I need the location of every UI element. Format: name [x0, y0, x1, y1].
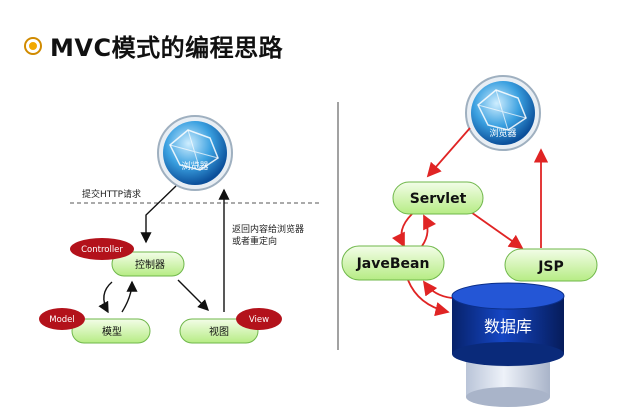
- model-node: 模型: [71, 318, 151, 344]
- slide-title: MVC模式的编程思路: [26, 28, 283, 63]
- return-label-line2: 或者重定向: [232, 235, 277, 247]
- controller-tag: Controller: [70, 238, 134, 260]
- browser-to-servlet-arrow: [426, 127, 471, 178]
- model-tag: Model: [39, 308, 85, 330]
- servlet-to-jsp-arrow: [467, 209, 524, 250]
- servlet-node-label: Servlet: [410, 191, 467, 207]
- view-tag-label: View: [249, 315, 269, 325]
- controller-to-model-arrow: [98, 281, 113, 314]
- model-tag-label: Model: [49, 315, 75, 325]
- controller-tag-label: Controller: [81, 245, 123, 255]
- javabean-node: JaveBean: [341, 245, 445, 281]
- request-arrow: [140, 185, 177, 244]
- controller-node-label: 控制器: [135, 258, 165, 271]
- page-title: MVC模式的编程思路: [50, 34, 284, 62]
- database-icon: [451, 282, 565, 407]
- javabean-to-database-arrow: [407, 279, 450, 317]
- servlet-node: Servlet: [392, 181, 484, 215]
- model-to-controller-arrow: [121, 280, 138, 313]
- controller-to-view-arrow: [177, 279, 209, 311]
- return-label-line1: 返回内容给浏览器: [232, 223, 304, 235]
- controller-node: 控制器: [111, 251, 185, 277]
- jsp-node: JSP: [504, 248, 598, 282]
- javabean-node-label: JaveBean: [356, 256, 430, 272]
- bullet-icon: [26, 38, 40, 53]
- jsp-node-label: JSP: [537, 259, 564, 275]
- left-browser-label: 浏览器: [181, 160, 208, 172]
- view-node-label: 视图: [209, 325, 229, 338]
- database-to-javabean-arrow: [422, 280, 453, 299]
- left-browser-globe-icon: [157, 115, 233, 191]
- servlet-to-javabean-arrow: [391, 213, 413, 248]
- view-tag: View: [236, 308, 282, 330]
- request-label: 提交HTTP请求: [82, 188, 141, 200]
- right-browser-label: 浏览器: [489, 127, 516, 139]
- right-browser-globe-icon: [465, 75, 541, 151]
- javabean-to-servlet-arrow: [421, 214, 437, 247]
- model-node-label: 模型: [102, 325, 122, 338]
- view-node: 视图: [179, 318, 259, 344]
- database-label: 数据库: [484, 317, 532, 336]
